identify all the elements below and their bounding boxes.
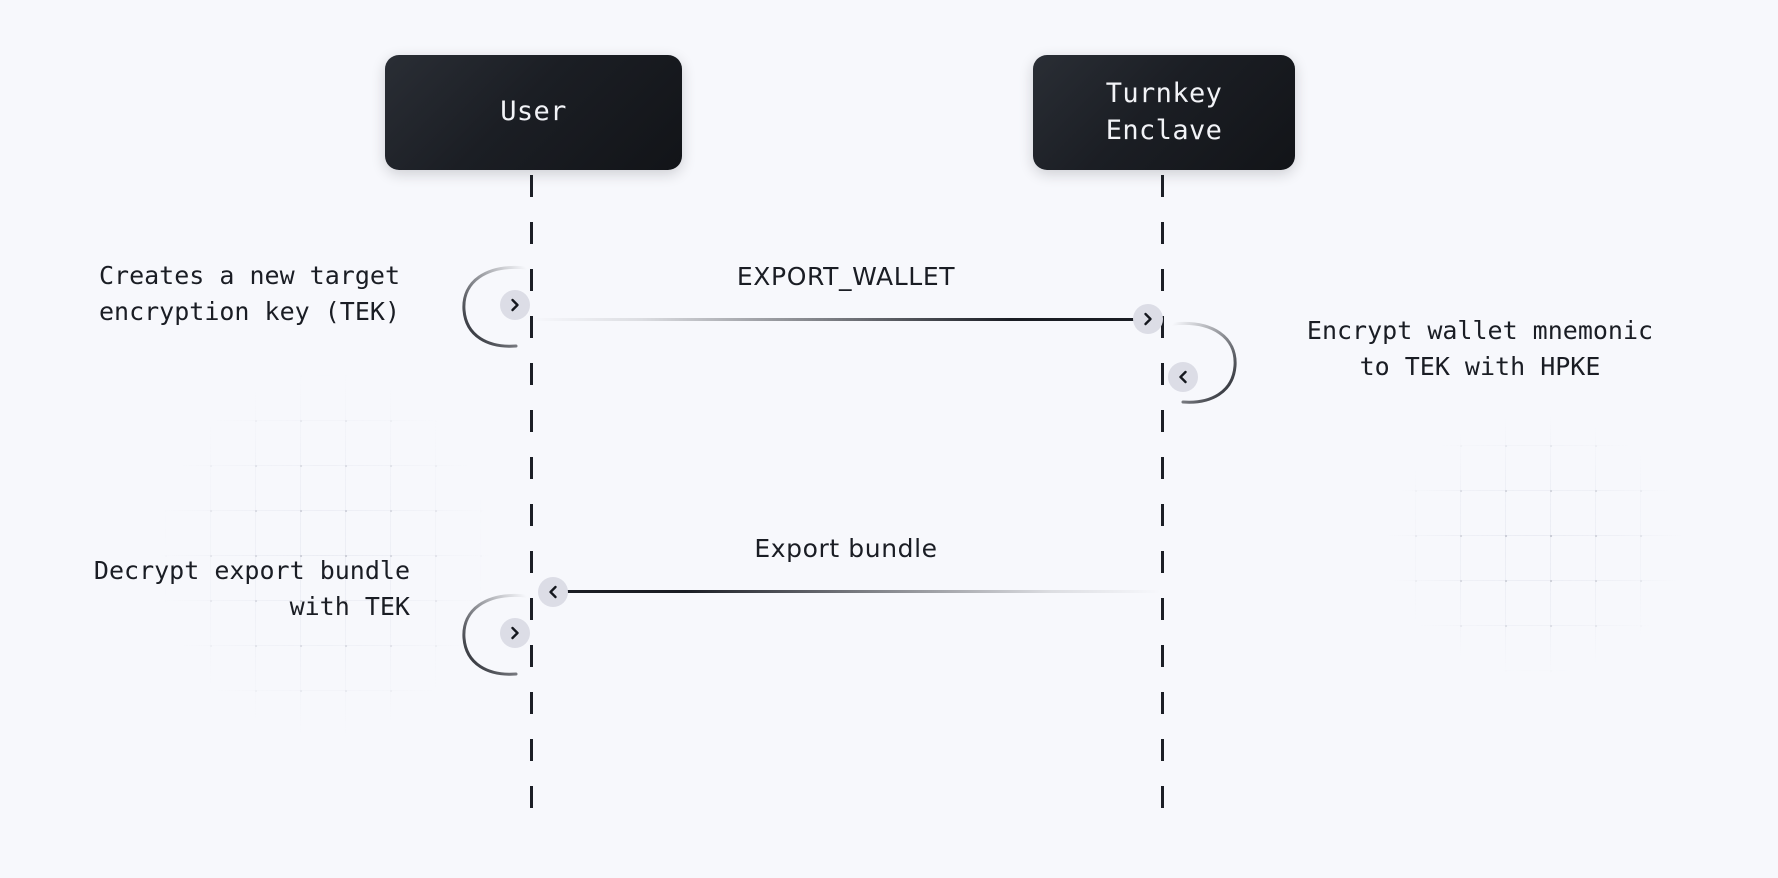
chevron-left-icon xyxy=(1179,370,1187,384)
message-line-export-wallet xyxy=(531,318,1146,321)
chevron-left-icon xyxy=(549,585,557,599)
message-label-export-wallet: EXPORT_WALLET xyxy=(736,262,956,291)
note-decrypt-bundle: Decrypt export bundle with TEK xyxy=(93,556,410,621)
grid-pattern-right xyxy=(1370,400,1700,690)
arrow-head-decrypt-bundle xyxy=(500,618,530,648)
chevron-right-icon xyxy=(511,626,519,640)
arrow-head-export-wallet xyxy=(1133,304,1163,334)
message-line-export-bundle xyxy=(551,590,1161,593)
arrow-head-encrypt-mnemonic xyxy=(1168,362,1198,392)
lifeline-user xyxy=(530,175,533,830)
message-label-export-bundle: Export bundle xyxy=(754,534,938,563)
lifeline-turnkey-enclave xyxy=(1161,175,1164,830)
arrow-head-export-bundle xyxy=(538,577,568,607)
chevron-right-icon xyxy=(1144,312,1152,326)
chevron-right-icon xyxy=(511,298,519,312)
participant-box-user[interactable]: User xyxy=(385,55,682,170)
note-encrypt-mnemonic: Encrypt wallet mnemonic to TEK with HPKE xyxy=(1306,316,1654,381)
participant-box-turnkey-enclave[interactable]: Turnkey Enclave xyxy=(1033,55,1295,170)
note-creates-tek: Creates a new target encryption key (TEK… xyxy=(98,261,400,326)
arrow-head-create-tek xyxy=(500,290,530,320)
